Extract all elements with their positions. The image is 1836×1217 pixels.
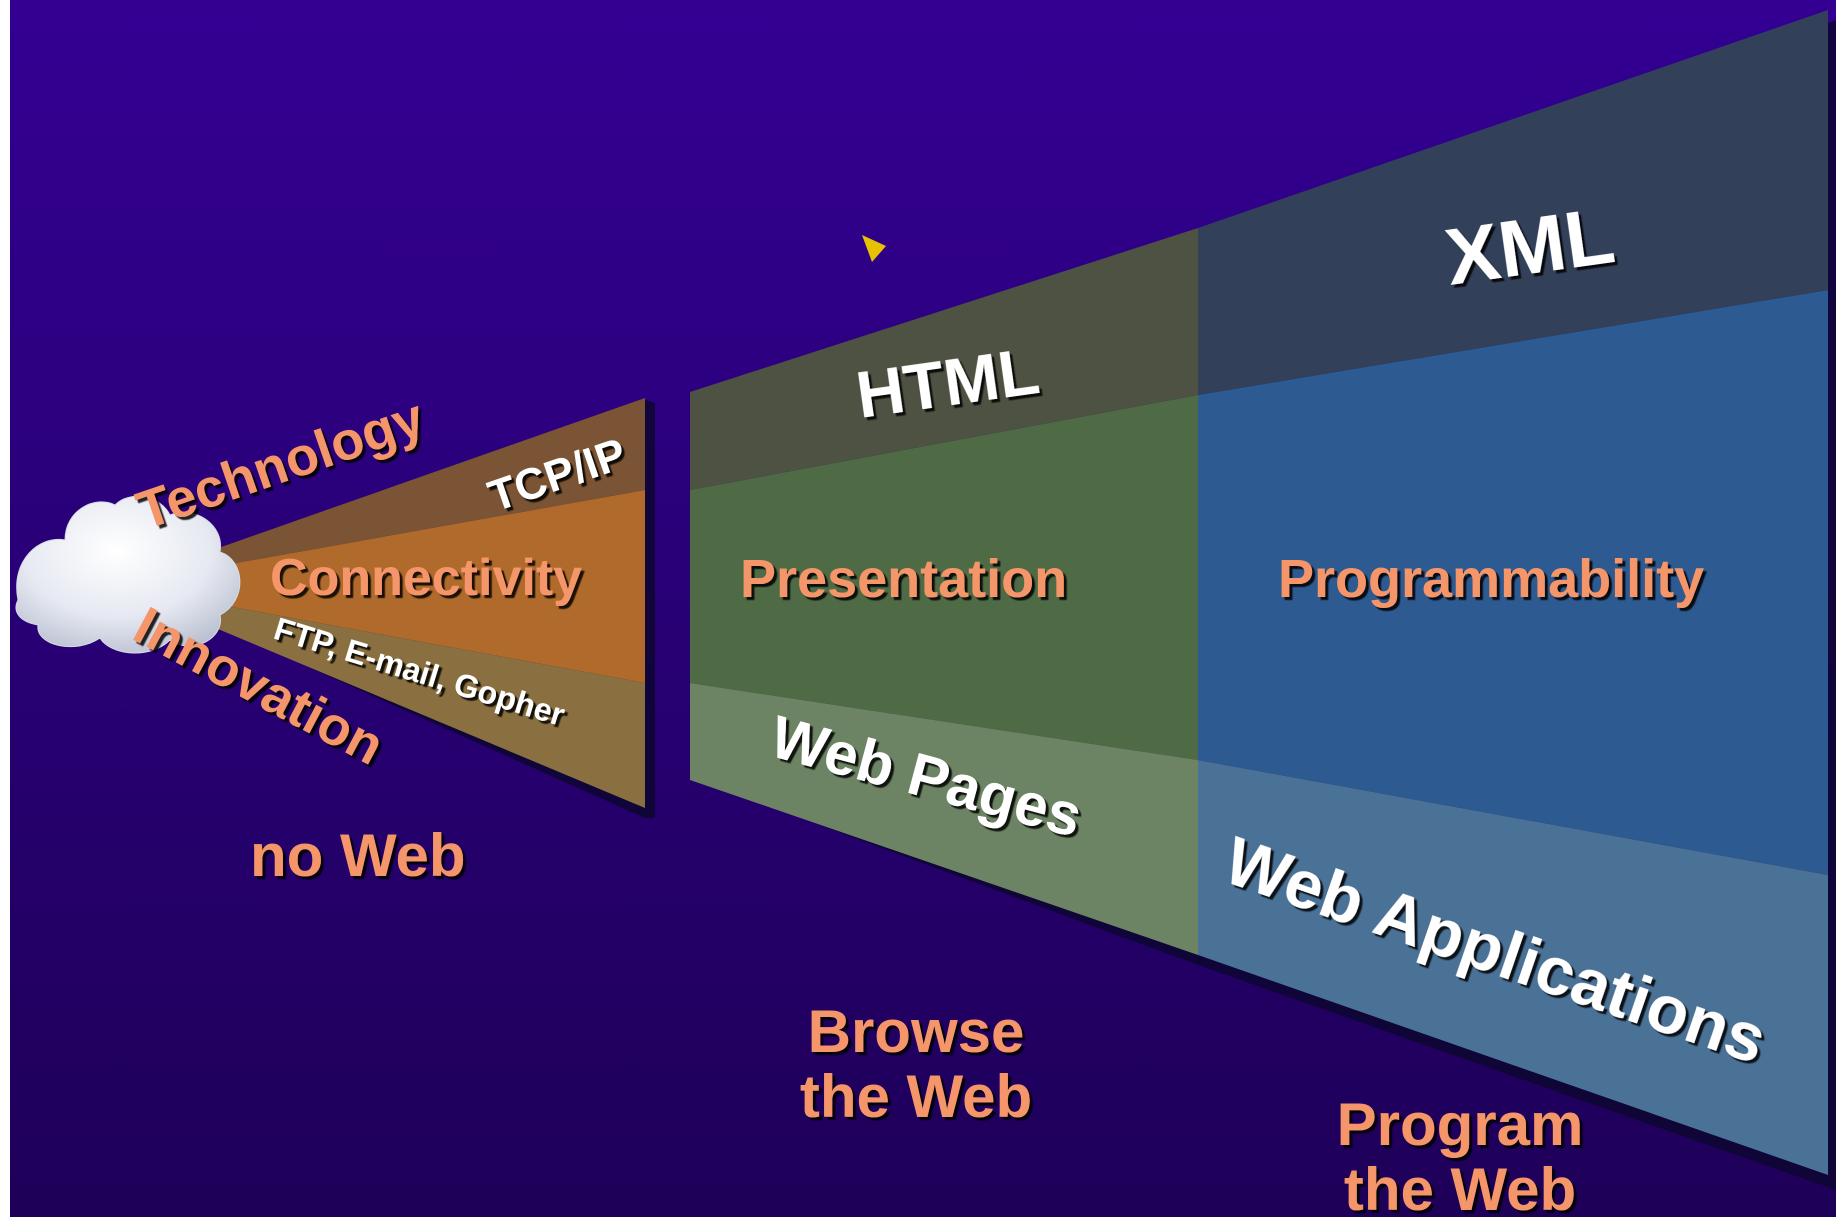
connectivity-label: Connectivity — [270, 549, 582, 607]
presentation-mid-band — [690, 395, 1198, 760]
connectivity-top-band — [113, 398, 645, 585]
program-label-line1: Program — [1337, 1091, 1584, 1158]
programmability-mid-band — [1198, 290, 1828, 875]
programmability-bottom-band — [1198, 760, 1828, 1175]
connectivity-mid-band — [113, 490, 645, 683]
browse-label-line1: Browse — [808, 998, 1025, 1065]
presentation-bottom-band — [690, 683, 1198, 955]
presentation-top-band — [690, 228, 1198, 490]
connectivity-bottom-band — [113, 585, 645, 808]
web-evolution-diagram: Technology Innovation TCP/IP Connectivit… — [10, 0, 1836, 1217]
connectivity-segment — [113, 398, 655, 818]
programmability-segment — [1198, 10, 1836, 1190]
no-web-label: no Web — [250, 822, 466, 889]
pointer-arrow-icon — [862, 235, 886, 262]
programmability-top-band — [1198, 10, 1828, 395]
cloud-icon — [15, 495, 241, 654]
programmability-label: Programmability — [1278, 549, 1704, 609]
program-label-line2: the Web — [1344, 1156, 1576, 1217]
presentation-label: Presentation — [740, 549, 1067, 609]
presentation-segment — [690, 228, 1208, 965]
browse-label-line2: the Web — [800, 1063, 1032, 1130]
slide: Technology Innovation TCP/IP Connectivit… — [10, 0, 1836, 1217]
